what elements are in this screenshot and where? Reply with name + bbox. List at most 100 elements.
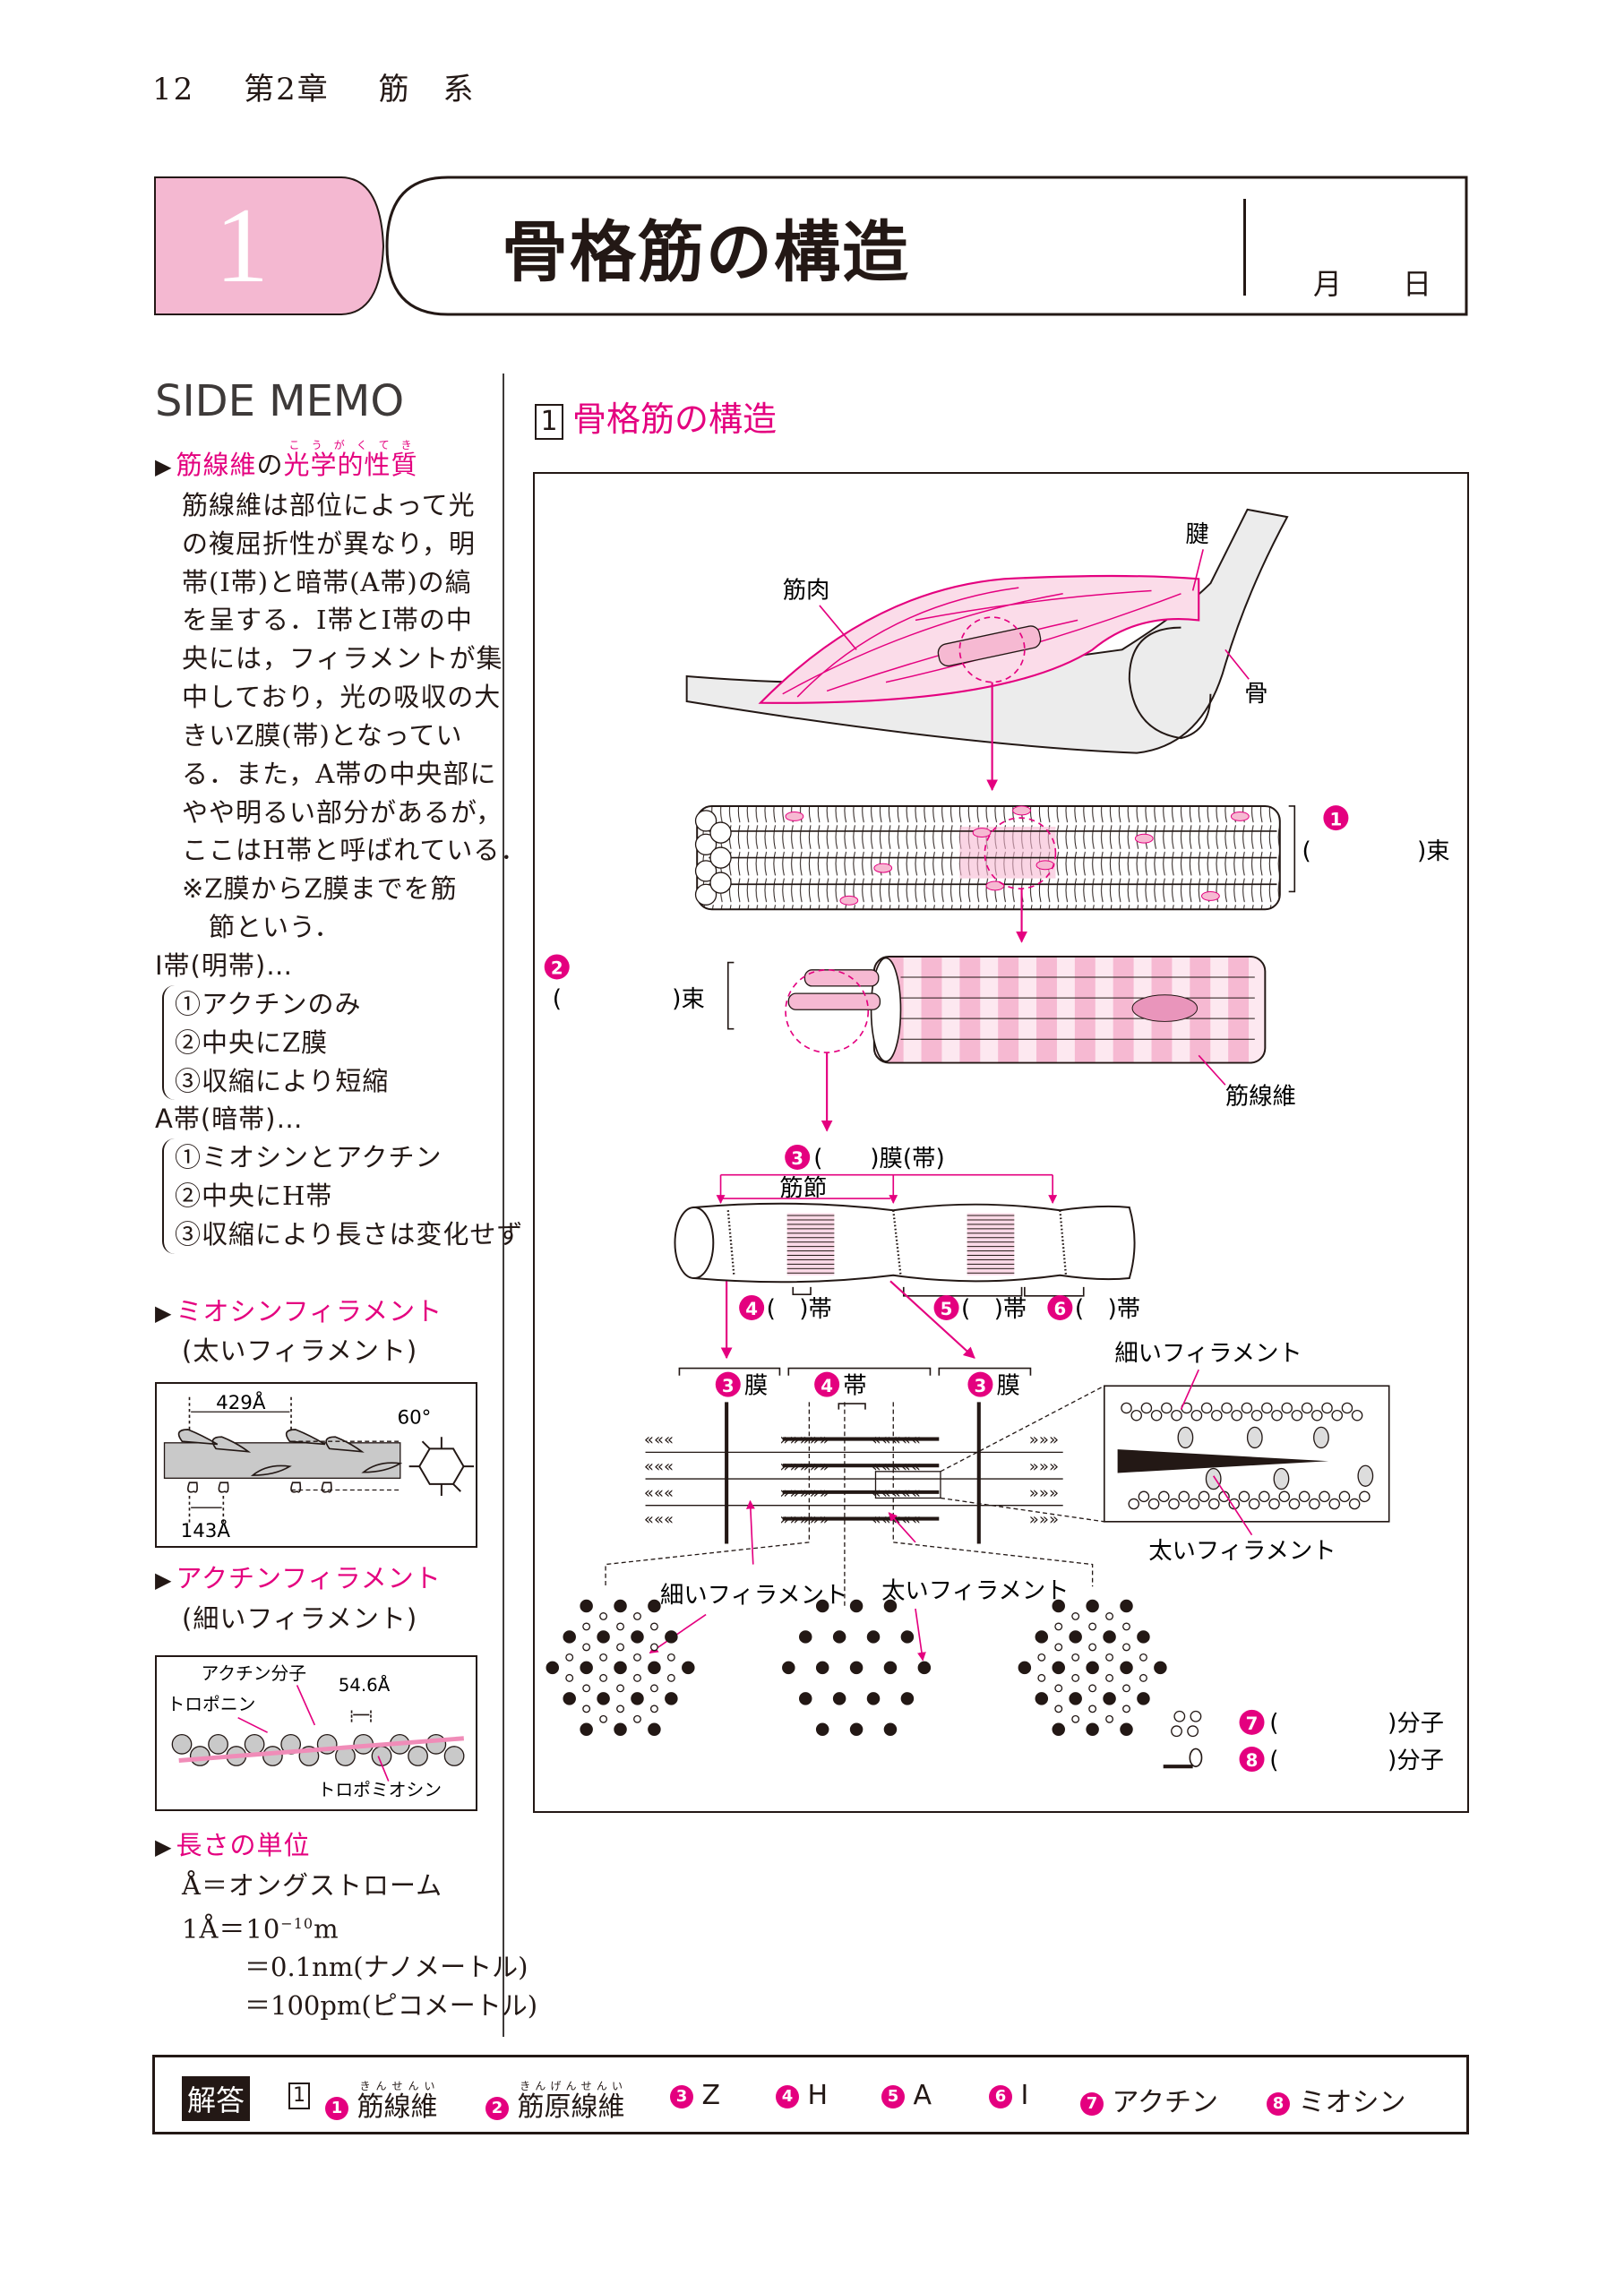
thick-filament-dot xyxy=(799,1692,812,1705)
memo-line: ※Z膜からZ膜までを筋 xyxy=(182,873,458,905)
actin-circle xyxy=(1221,1402,1233,1414)
svg-text:帯: 帯 xyxy=(843,1373,866,1400)
actin-bead xyxy=(262,1746,283,1766)
answer-item: 6 I xyxy=(989,2080,1028,2111)
chapter-number: 第2章 xyxy=(244,72,330,107)
thick-filament-dot xyxy=(849,1661,864,1675)
thin-filament-dot xyxy=(649,1643,658,1652)
thin-filament-dot xyxy=(666,1653,675,1662)
actin-circle xyxy=(1309,1498,1320,1510)
actin-circle xyxy=(1351,1409,1363,1421)
actin-circle xyxy=(1158,1490,1170,1503)
thin-filament-dot xyxy=(633,1612,641,1620)
section-title: 骨格筋の構造 xyxy=(572,399,778,439)
svg-text:(: ( xyxy=(553,986,562,1013)
actin-figure: アクチン分子 54.6Å トロポニン トロポミオシン xyxy=(155,1655,477,1811)
legend: 7 ( )分子 8 ( )分子 xyxy=(1163,1709,1444,1774)
list-item: ③収縮により長さは変化せず xyxy=(175,1218,524,1250)
memo-line: を呈する．I帯とI帯の中 xyxy=(182,605,473,636)
joint-outline xyxy=(1128,626,1212,740)
thin-filament-dot xyxy=(1088,1705,1097,1713)
thick-filament-dot xyxy=(563,1692,576,1705)
svg-text:«««: ««« xyxy=(644,1510,674,1529)
actin-circle xyxy=(1268,1498,1280,1510)
thin-filament-dot xyxy=(633,1653,641,1662)
svg-text:»»»»»: »»»»» xyxy=(779,1510,829,1529)
svg-text:«««««: ««««« xyxy=(872,1430,921,1449)
svg-text:(: ( xyxy=(1269,1748,1278,1774)
svg-text:4: 4 xyxy=(745,1299,758,1319)
muscle-label: 筋肉 xyxy=(783,578,830,605)
actin-circle xyxy=(1241,1402,1253,1414)
banner-frame xyxy=(154,176,1468,316)
triangle-icon: ▶ xyxy=(155,1834,173,1859)
zoom-circle xyxy=(984,817,1057,890)
thick-filament-dot xyxy=(1120,1722,1133,1737)
cross-sections xyxy=(546,1599,1167,1737)
muscle-fiber: 筋線維 xyxy=(726,955,1296,1132)
memo-line: 帯(I帯)と暗帯(A帯)の縞 xyxy=(182,566,472,597)
question-3: ( )膜(帯) xyxy=(813,1146,945,1172)
actin-circle xyxy=(1271,1409,1283,1421)
thin-filament-dot xyxy=(599,1612,608,1620)
thin-filament-dot xyxy=(633,1714,641,1723)
thin-filament-dot xyxy=(616,1705,624,1713)
thin-filament-dot xyxy=(1054,1643,1063,1652)
zoom-circle xyxy=(785,968,870,1053)
actin-circle xyxy=(1128,1498,1140,1510)
thin-filament-dot xyxy=(616,1622,624,1631)
banner-number: 1 xyxy=(215,185,269,305)
memo-heading: ▶アクチンフィラメント xyxy=(155,1563,442,1593)
myosin-legend-icon xyxy=(1163,1748,1203,1769)
filament-inset: 細いフィラメント 太いフィラメント xyxy=(1103,1340,1390,1565)
thick-filament-dot xyxy=(849,1599,864,1613)
actin-bead xyxy=(408,1746,428,1766)
actin-circle xyxy=(1319,1490,1330,1503)
thick-filament-dot xyxy=(563,1630,576,1644)
thin-filament-dot xyxy=(582,1643,591,1652)
actin-circle xyxy=(1231,1409,1242,1421)
actin-circle xyxy=(1171,1409,1182,1421)
actin-bead xyxy=(189,1746,211,1766)
muscle-fascicle xyxy=(694,804,1296,943)
memo-line: の複屈折性が異なり，明 xyxy=(182,528,476,559)
actin-circle xyxy=(1198,1490,1210,1503)
thin-filament-dot xyxy=(666,1673,675,1682)
actin-legend-icon xyxy=(1171,1710,1202,1738)
svg-text:)分子: )分子 xyxy=(1388,1711,1444,1738)
triangle-icon: ▶ xyxy=(155,454,173,479)
thin-filament-dot xyxy=(582,1705,591,1713)
answer-label: 解答 xyxy=(182,2076,251,2121)
thin-filament-dot xyxy=(565,1673,574,1682)
thick-filament-dot xyxy=(1137,1692,1150,1705)
thin-filament-dot xyxy=(1122,1643,1130,1652)
thick-filament-dot xyxy=(815,1599,829,1613)
actin-bead xyxy=(171,1733,193,1755)
list-item: ②中央にZ膜 xyxy=(175,1026,329,1058)
actin-circle xyxy=(1130,1409,1142,1421)
answer-item: 7 アクチン xyxy=(1080,2080,1218,2119)
actin-circle xyxy=(1200,1402,1213,1414)
question-2: 2 ( )束 xyxy=(544,954,705,1013)
thick-filament-dot xyxy=(832,1630,846,1644)
memo-line: 筋線維は部位によって光 xyxy=(182,489,476,520)
column-divider xyxy=(503,374,504,2037)
actin-circle xyxy=(1161,1402,1173,1414)
actin-circle xyxy=(1338,1490,1351,1503)
myosin-figure: 429Å 60° 143Å xyxy=(155,1382,477,1548)
a-band-label: A帯(暗帯)… xyxy=(155,1104,304,1135)
thin-filament-dot xyxy=(1054,1705,1063,1713)
tropomyosin-label: トロポミオシン xyxy=(318,1780,442,1800)
svg-text:8: 8 xyxy=(1246,1750,1259,1771)
answer-box xyxy=(152,2055,1469,2134)
svg-text:)束: )束 xyxy=(672,986,705,1013)
thin-filament-dot xyxy=(582,1684,591,1693)
svg-text:(: ( xyxy=(1302,838,1311,865)
thin-filament-dot xyxy=(1071,1653,1080,1662)
actin-circle xyxy=(1208,1498,1220,1510)
side-memo-title: SIDE MEMO xyxy=(155,376,405,426)
thick-filament-dot xyxy=(883,1722,898,1737)
actin-circle xyxy=(1348,1498,1361,1510)
thin-filament-dot xyxy=(1088,1684,1097,1693)
